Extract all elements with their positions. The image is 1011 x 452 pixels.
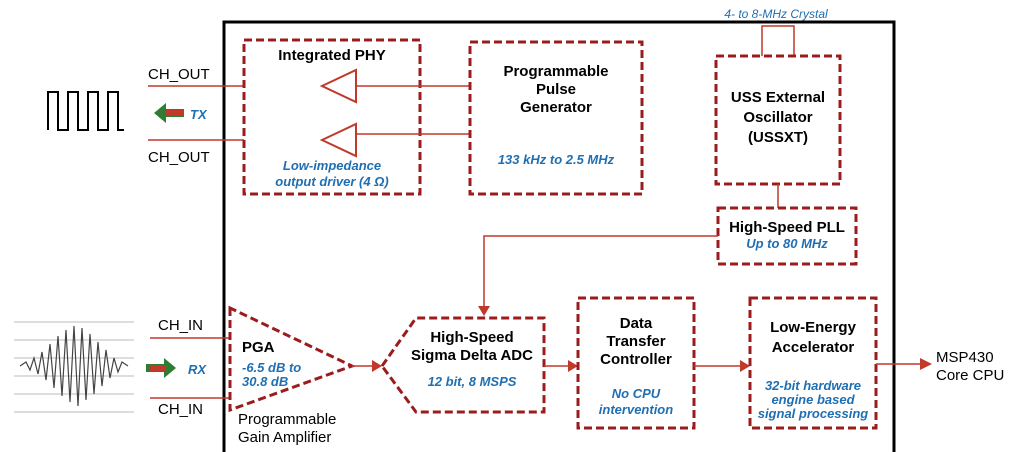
lea-note-line1: 32-bit hardware <box>765 378 861 393</box>
adc-dtc-arrowhead <box>568 360 578 372</box>
ppg-title-line2: Pulse <box>536 81 576 98</box>
ussxt-title-line1: USS External <box>731 89 825 106</box>
tx-label: TX <box>190 107 208 122</box>
ch-out-bottom-label: CH_OUT <box>148 149 210 166</box>
lea-note-line2: engine based <box>771 392 855 407</box>
pga-caption-line2: Gain Amplifier <box>238 429 331 446</box>
ppg-title-line3: Generator <box>520 99 592 116</box>
adc-title-line2: Sigma Delta ADC <box>411 347 533 364</box>
lea-box <box>748 296 878 430</box>
ch-in-bottom-label: CH_IN <box>158 401 203 418</box>
pga-triangle <box>228 305 356 413</box>
ch-in-top-label: CH_IN <box>158 317 203 334</box>
ussxt-title-line3: (USSXT) <box>748 129 808 146</box>
integrated-phy-box <box>242 38 422 196</box>
adc-box <box>380 316 546 414</box>
dtc-lea-arrowhead <box>740 360 750 372</box>
adc-title-line1: High-Speed <box>430 329 513 346</box>
rx-waveform-icon <box>14 321 134 413</box>
pga-title: PGA <box>242 339 275 356</box>
rx-arrow-band <box>150 365 166 371</box>
driver-triangle-bottom <box>319 122 357 158</box>
lea-title-line2: Accelerator <box>772 339 855 356</box>
pga-note-line2: 30.8 dB <box>242 374 288 389</box>
lea-cpu-arrowhead <box>920 358 932 370</box>
pll-adc-arrowhead <box>478 306 490 316</box>
dtc-note-line1: No CPU <box>612 386 661 401</box>
cpu-label-line1: MSP430 <box>936 349 994 366</box>
ussxt-title-line2: Oscillator <box>743 109 812 126</box>
pga-note-line1: -6.5 dB to <box>242 360 301 375</box>
pga-adc-arrowhead <box>372 360 382 372</box>
crystal-connection <box>761 25 795 56</box>
adc-note: 12 bit, 8 MSPS <box>428 374 517 389</box>
ppg-title-line1: Programmable <box>503 63 608 80</box>
lea-title-line1: Low-Energy <box>770 319 856 336</box>
pga-caption-line1: Programmable <box>238 411 336 428</box>
cpu-label-line2: Core CPU <box>936 367 1004 384</box>
ussxt-box <box>714 54 842 186</box>
pll-note: Up to 80 MHz <box>746 236 828 251</box>
pulse-generator-box <box>468 40 644 196</box>
dtc-box <box>576 296 696 430</box>
ppg-note: 133 kHz to 2.5 MHz <box>498 152 615 167</box>
dtc-title-line1: Data <box>620 315 653 332</box>
dtc-title-line3: Controller <box>600 351 672 368</box>
ch-out-top-label: CH_OUT <box>148 66 210 83</box>
pll-title: High-Speed PLL <box>729 219 845 236</box>
square-wave-icon <box>47 91 124 131</box>
rx-label: RX <box>188 362 207 377</box>
dtc-title-line2: Transfer <box>606 333 665 350</box>
crystal-label: 4- to 8-MHz Crystal <box>724 7 828 21</box>
pll-adc-clock-line <box>483 235 718 308</box>
phy-note-line1: Low-impedance <box>283 158 381 173</box>
phy-title: Integrated PHY <box>278 47 386 64</box>
dtc-note-line2: intervention <box>599 402 673 417</box>
phy-note-line2: output driver (4 Ω) <box>275 174 388 189</box>
lea-note-line3: signal processing <box>758 406 869 421</box>
tx-arrow-band <box>166 110 184 116</box>
